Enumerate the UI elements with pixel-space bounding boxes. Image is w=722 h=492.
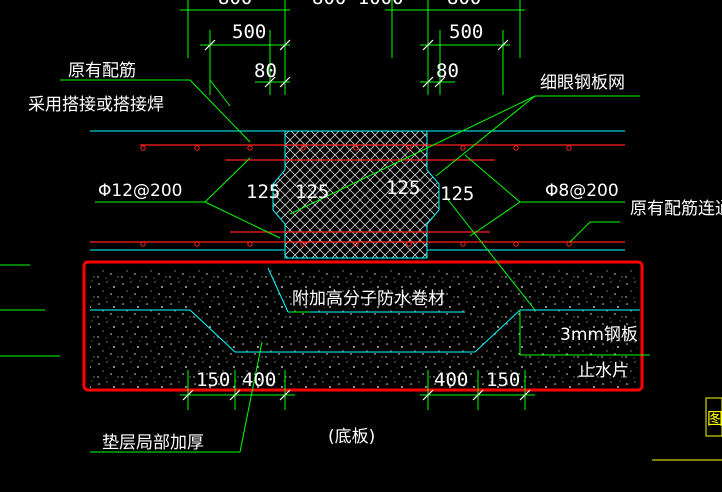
chamfer-dim-2: 125	[295, 181, 329, 203]
concrete-base	[90, 268, 638, 388]
chamfer-dim-3: 125	[386, 177, 420, 199]
bottom-dim-4: 150	[486, 369, 520, 391]
bottom-dim-3: 400	[434, 369, 468, 391]
highlight-box	[82, 260, 644, 392]
label-cushion: 垫层局部加厚	[102, 433, 204, 453]
bottom-dimension-ticks	[182, 389, 531, 401]
label-existing-rebar: 原有配筋	[68, 61, 136, 81]
dim-top-right-partial: 800	[447, 0, 481, 9]
dim-left-width: 500	[232, 21, 266, 43]
label-membrane: 附加高分子防水卷材	[292, 289, 445, 309]
label-existing-connect: 原有配筋连通	[630, 199, 722, 219]
top-dimension-ticks	[204, 39, 509, 88]
bottom-dim-2: 400	[242, 369, 276, 391]
dim-right-width: 500	[449, 21, 483, 43]
dim-top-mid-partial: 800~1000	[312, 0, 404, 9]
leader-lines	[0, 79, 650, 453]
dim-right-offset: 80	[436, 60, 459, 82]
label-lap-weld: 采用搭接或搭接焊	[28, 95, 164, 115]
label-steel-plate: 3mm钢板	[560, 325, 638, 345]
dim-left-offset: 80	[254, 60, 277, 82]
concrete-inner-outline	[90, 267, 640, 353]
label-water-stop: 止水片	[578, 361, 629, 381]
top-dimension-lines	[180, 0, 525, 95]
label-phi12: Φ12@200	[98, 181, 182, 201]
label-phi8: Φ8@200	[545, 181, 619, 201]
bottom-dim-1: 150	[196, 369, 230, 391]
rebar-dots	[140, 145, 572, 247]
label-base-slab: (底板)	[328, 427, 375, 447]
side-tag: 图	[707, 409, 722, 428]
chamfer-dim-1: 125	[246, 181, 280, 203]
side-tag-frame	[705, 397, 722, 437]
dim-top-left-partial: 800	[218, 0, 252, 9]
chamfer-dim-4: 125	[440, 183, 474, 205]
label-fine-mesh: 细眼钢板网	[540, 73, 625, 93]
